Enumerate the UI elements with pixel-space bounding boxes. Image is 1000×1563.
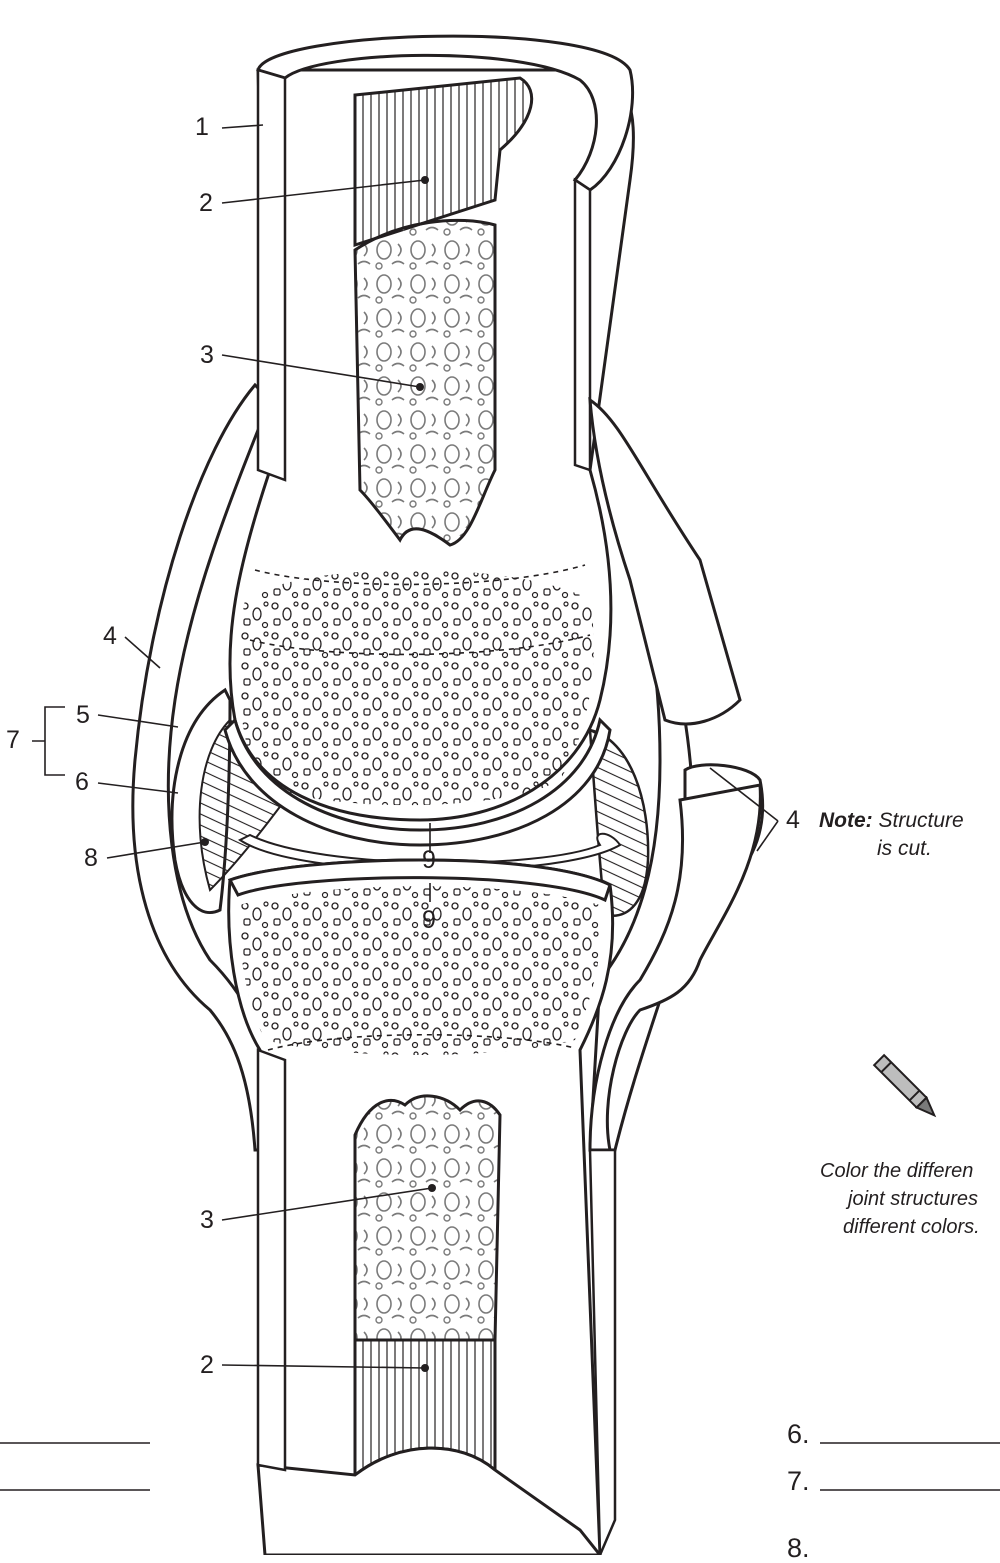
crayon-icon bbox=[874, 1055, 939, 1120]
bracket-7 bbox=[32, 707, 65, 775]
note-is-cut: is cut. bbox=[877, 836, 932, 861]
lower-periosteum-left bbox=[258, 1050, 285, 1470]
answer-label-7: 7. bbox=[787, 1468, 810, 1495]
answer-label-8: 8. bbox=[787, 1535, 810, 1562]
answer-label-6: 6. bbox=[787, 1421, 810, 1448]
instruction-line-1: Color the differen bbox=[820, 1159, 973, 1184]
instruction-line-3: different colors. bbox=[843, 1215, 980, 1240]
label-4-right: 4 bbox=[786, 808, 800, 833]
periosteum-strip-left bbox=[258, 70, 285, 480]
yellow-marrow-lower bbox=[355, 1096, 500, 1340]
note-prefix: Note: bbox=[819, 809, 873, 832]
periosteum-strip-right bbox=[575, 180, 590, 470]
label-8: 8 bbox=[84, 846, 98, 871]
label-4-left: 4 bbox=[103, 624, 117, 649]
yellow-marrow-upper bbox=[355, 220, 495, 545]
label-9-lower: 9 bbox=[422, 908, 436, 933]
label-2-upper: 2 bbox=[199, 191, 213, 216]
spongy-bone-lower bbox=[240, 886, 601, 1055]
label-6: 6 bbox=[75, 770, 89, 795]
cut-ligament-upper bbox=[590, 400, 740, 724]
label-3-upper: 3 bbox=[200, 343, 214, 368]
note-structure: Structure bbox=[879, 809, 964, 832]
label-5: 5 bbox=[76, 703, 90, 728]
note-text: Note: Structure bbox=[819, 808, 964, 833]
label-3-lower: 3 bbox=[200, 1208, 214, 1233]
label-1: 1 bbox=[195, 115, 209, 140]
instruction-line-2: joint structures bbox=[848, 1187, 978, 1212]
label-9-upper: 9 bbox=[422, 848, 436, 873]
label-2-lower: 2 bbox=[200, 1353, 214, 1378]
label-7: 7 bbox=[6, 728, 20, 753]
spongy-bone-upper bbox=[239, 570, 594, 805]
